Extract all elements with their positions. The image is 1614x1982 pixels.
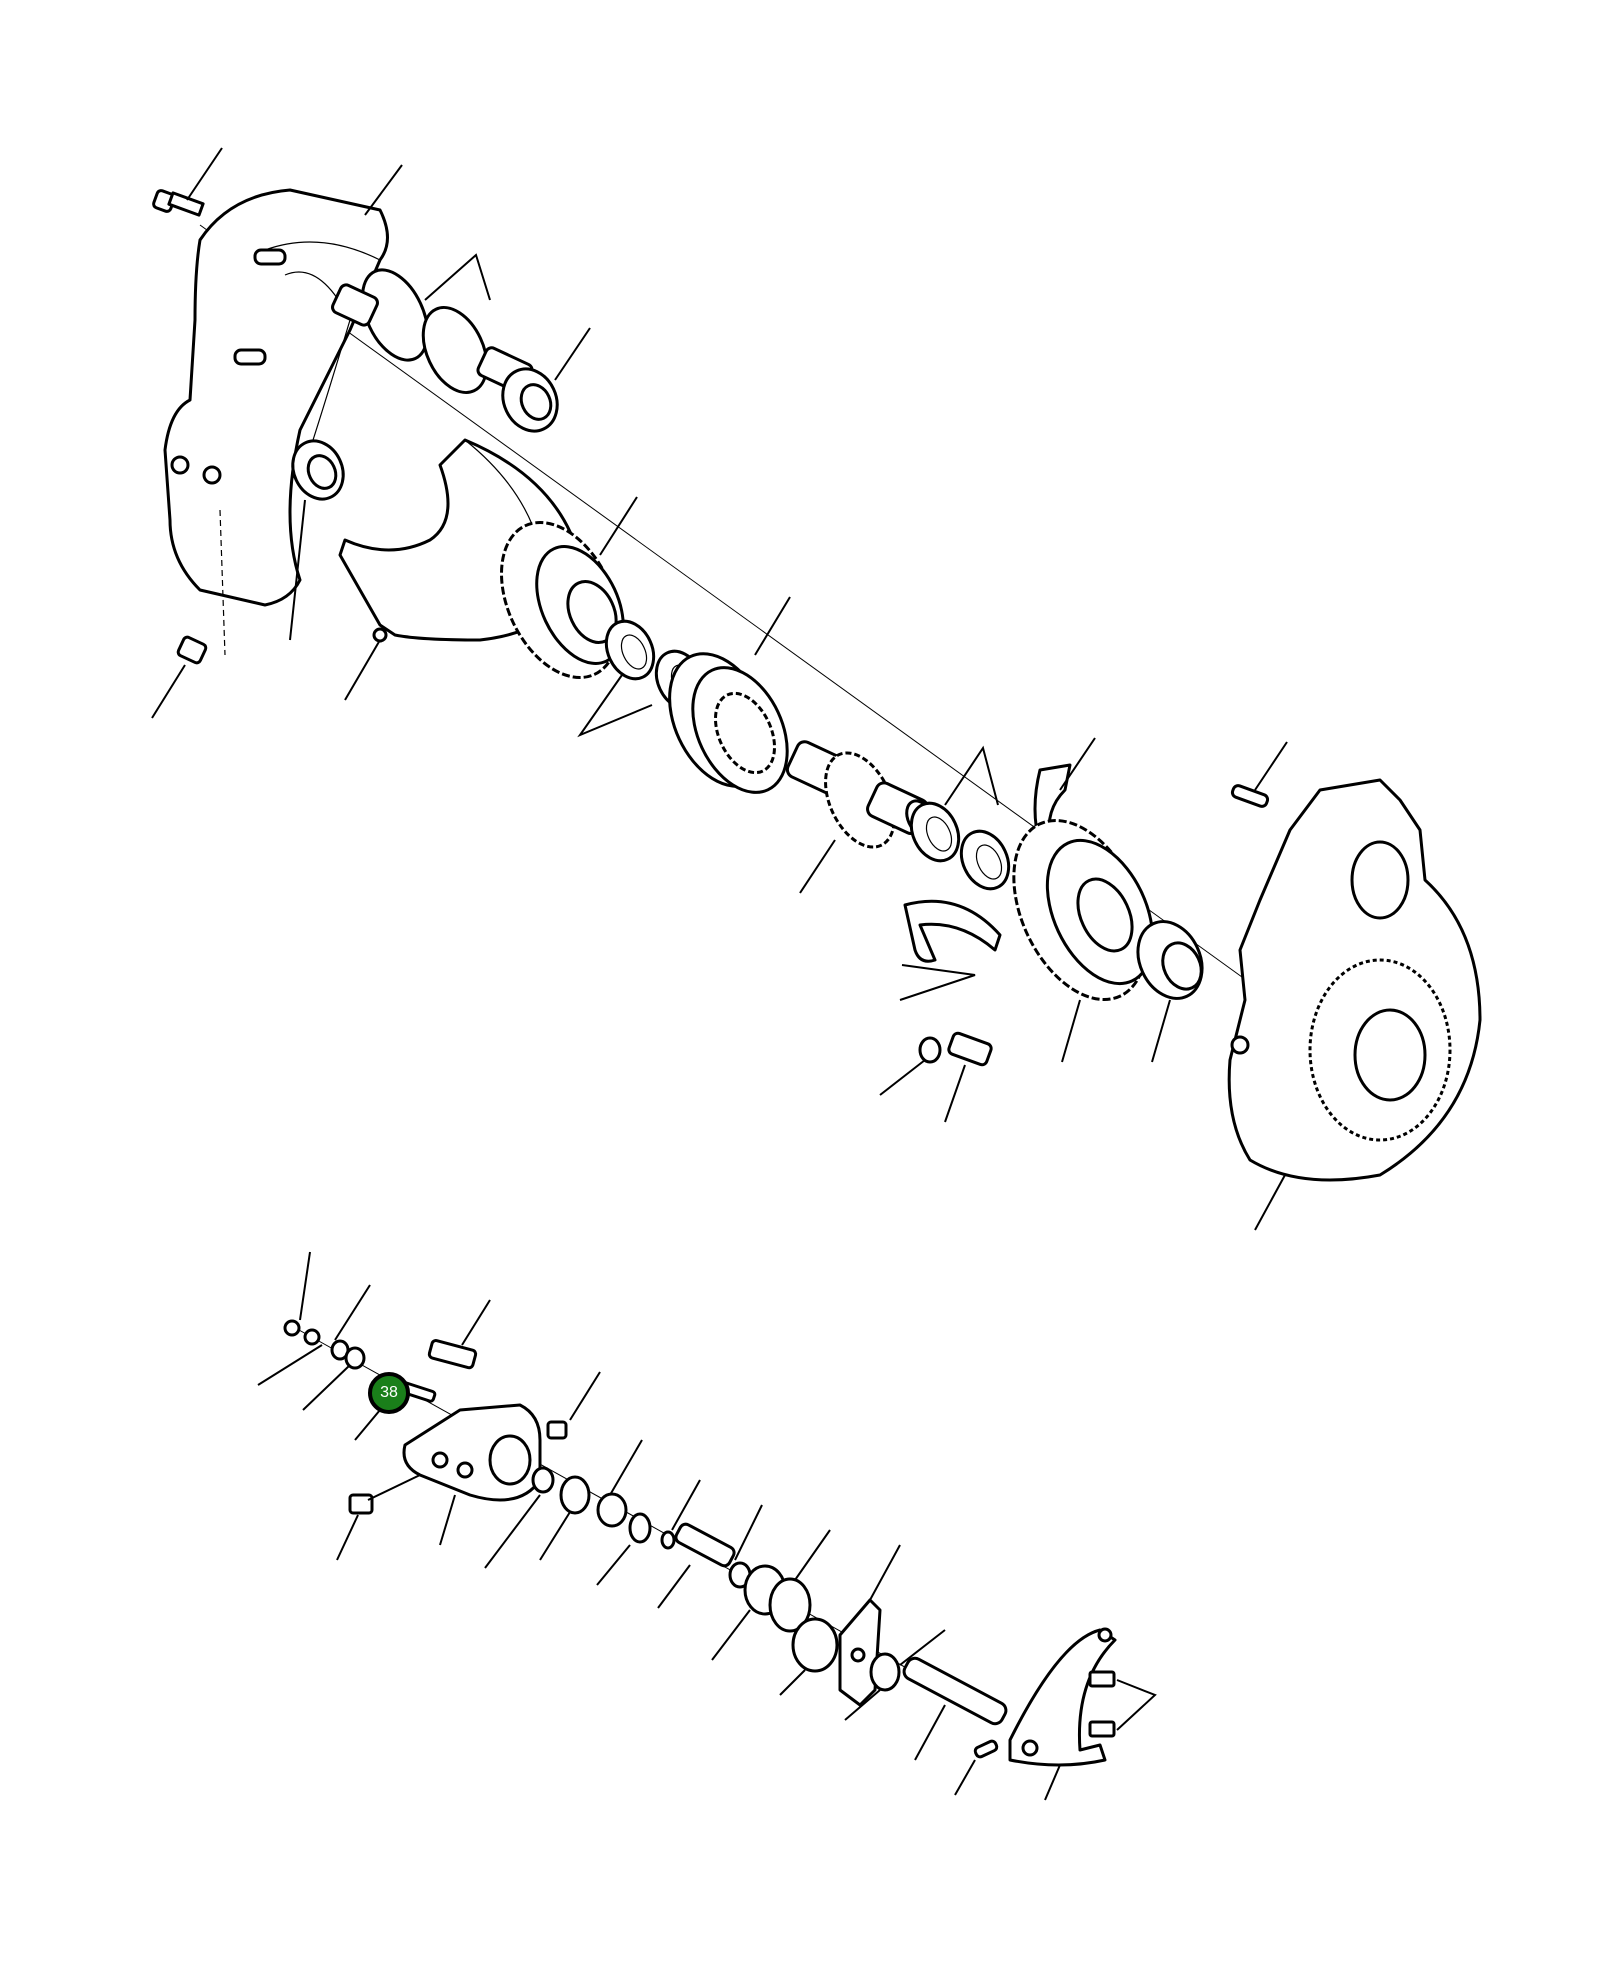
- needle-bearings-pair: [909, 801, 1011, 891]
- leader-line: [954, 1759, 976, 1796]
- plug: [176, 635, 208, 665]
- snap-ring: [283, 1319, 301, 1337]
- leader-line: [151, 664, 186, 719]
- part-hotspot-badge[interactable]: 38: [368, 1372, 410, 1414]
- leader-line: [367, 1474, 421, 1501]
- spring: [559, 1475, 591, 1515]
- leader-line: [1059, 737, 1096, 791]
- lower-selector-assembly: [257, 1251, 1157, 1801]
- plunger: [660, 1522, 736, 1568]
- leader-line: [257, 1344, 323, 1386]
- washer-ring: [596, 1492, 628, 1528]
- seal-ring: [869, 1652, 901, 1692]
- front-housing: [163, 188, 389, 656]
- leader-line: [336, 1514, 359, 1561]
- leader-line: [461, 1299, 491, 1346]
- leader-line: [794, 1529, 831, 1581]
- leader-line: [944, 745, 999, 806]
- bolt-icon: [152, 189, 205, 217]
- leader-line: [289, 499, 306, 641]
- leader-line: [754, 596, 791, 656]
- plug-screw: [348, 1493, 374, 1515]
- leader-line: [779, 1669, 806, 1696]
- dowel-pin: [1230, 784, 1270, 808]
- o-ring: [531, 1466, 555, 1494]
- cover-plate: [838, 1598, 882, 1707]
- leader-line: [1151, 999, 1171, 1063]
- leader-line: [186, 147, 223, 201]
- leader-line: [539, 1511, 571, 1561]
- cap-screw: [947, 1031, 993, 1067]
- rear-housing: [1227, 778, 1482, 1182]
- washer: [303, 1328, 321, 1346]
- leader-line: [439, 1494, 456, 1546]
- leader-line: [1254, 1174, 1286, 1231]
- leader-line: [554, 327, 591, 381]
- leader-line: [484, 1494, 541, 1569]
- leader-line: [799, 839, 836, 894]
- roll-pin: [973, 1739, 999, 1759]
- washer: [918, 1036, 942, 1064]
- seal: [501, 367, 559, 433]
- fork-pad: [1088, 1670, 1116, 1688]
- leader-line: [354, 1409, 381, 1441]
- circlip: [628, 1512, 652, 1544]
- bushing: [768, 1577, 812, 1633]
- fork-pad: [1088, 1720, 1116, 1738]
- leader-line: [599, 496, 638, 556]
- leader-line: [1254, 741, 1288, 791]
- synchro-ring: [668, 652, 789, 794]
- leader-line: [596, 1544, 631, 1586]
- dowel: [546, 1420, 568, 1440]
- leader-line: [879, 1059, 926, 1096]
- leader-line: [334, 1284, 371, 1341]
- selector-housing: [402, 1403, 542, 1502]
- leader-line: [577, 674, 653, 738]
- leader-line: [711, 1609, 751, 1661]
- leader-line: [569, 1371, 601, 1421]
- o-ring-3: [791, 1617, 839, 1673]
- selector-shaft: [902, 1656, 1008, 1726]
- leader-line: [734, 1504, 763, 1561]
- leader-line: [657, 1564, 691, 1609]
- leader-line: [914, 1704, 946, 1761]
- shift-fork: [1008, 1627, 1117, 1767]
- leader-line: [1116, 1679, 1157, 1731]
- leader-line: [302, 1364, 351, 1411]
- leader-line: [844, 1689, 881, 1721]
- leader-line: [609, 1439, 643, 1496]
- leader-line: [899, 964, 976, 1001]
- leader-line: [1061, 999, 1081, 1063]
- leader-line: [364, 164, 403, 216]
- leader-line: [299, 1251, 311, 1321]
- driven-gear: [1012, 818, 1155, 1002]
- leader-line: [944, 1064, 966, 1123]
- leader-line: [869, 1544, 901, 1601]
- upper-gearbox-assembly: [151, 147, 1482, 1231]
- drive-gear: [500, 521, 625, 679]
- leader-line: [344, 639, 381, 701]
- leader-line: [671, 1479, 701, 1531]
- bearing-cone: [1136, 920, 1204, 1000]
- leader-line: [899, 1629, 946, 1666]
- leader-line: [1044, 1764, 1061, 1801]
- cap-screw: [427, 1339, 478, 1370]
- nut: [344, 1346, 366, 1370]
- deflector: [903, 899, 1002, 963]
- bearing-cup: [291, 439, 345, 501]
- leader-line: [424, 253, 491, 301]
